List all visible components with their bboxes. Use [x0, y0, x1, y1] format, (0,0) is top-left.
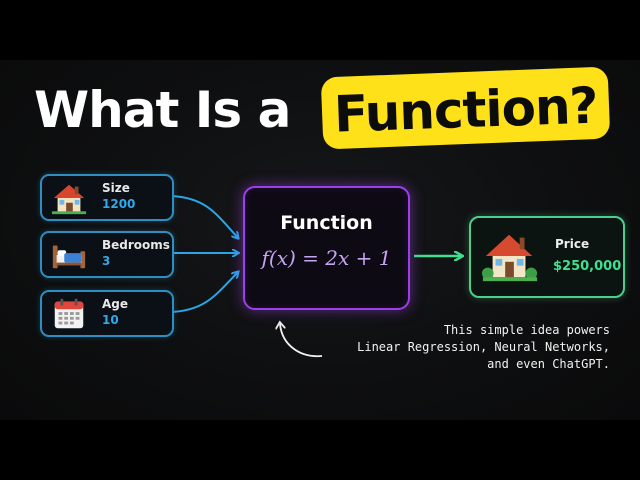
function-box: Function f(x) = 2x + 1 — [243, 186, 410, 310]
input-value: 10 — [102, 313, 119, 327]
input-card-bedrooms: Bedrooms 3 — [40, 231, 174, 278]
arrow-note-to-function — [280, 324, 323, 358]
calendar-icon — [54, 298, 84, 329]
input-label: Age — [102, 297, 129, 311]
house-icon — [51, 184, 87, 215]
input-card-age: Age 10 — [40, 290, 174, 337]
output-card-price: Price $250,000 — [469, 216, 625, 298]
note-line: and even ChatGPT. — [487, 357, 610, 371]
title-text: What Is a — [34, 81, 291, 139]
note-line: Linear Regression, Neural Networks, — [357, 340, 610, 354]
output-value: $250,000 — [553, 259, 622, 274]
function-formula: f(x) = 2x + 1 — [261, 246, 392, 270]
annotation-note: This simple idea powers Linear Regressio… — [300, 322, 610, 373]
note-line: This simple idea powers — [443, 323, 610, 337]
output-label: Price — [555, 237, 590, 251]
function-title: Function — [280, 212, 373, 234]
input-card-size: Size 1200 — [40, 174, 174, 221]
arrow-age-to-function — [171, 272, 238, 313]
input-label: Bedrooms — [102, 238, 170, 252]
house-icon — [481, 234, 538, 282]
bed-icon — [52, 245, 86, 269]
input-label: Size — [102, 181, 130, 195]
input-value: 1200 — [102, 197, 136, 211]
input-value: 3 — [102, 254, 111, 268]
title: What Is a Function? — [0, 62, 640, 158]
arrow-size-to-function — [171, 195, 238, 238]
